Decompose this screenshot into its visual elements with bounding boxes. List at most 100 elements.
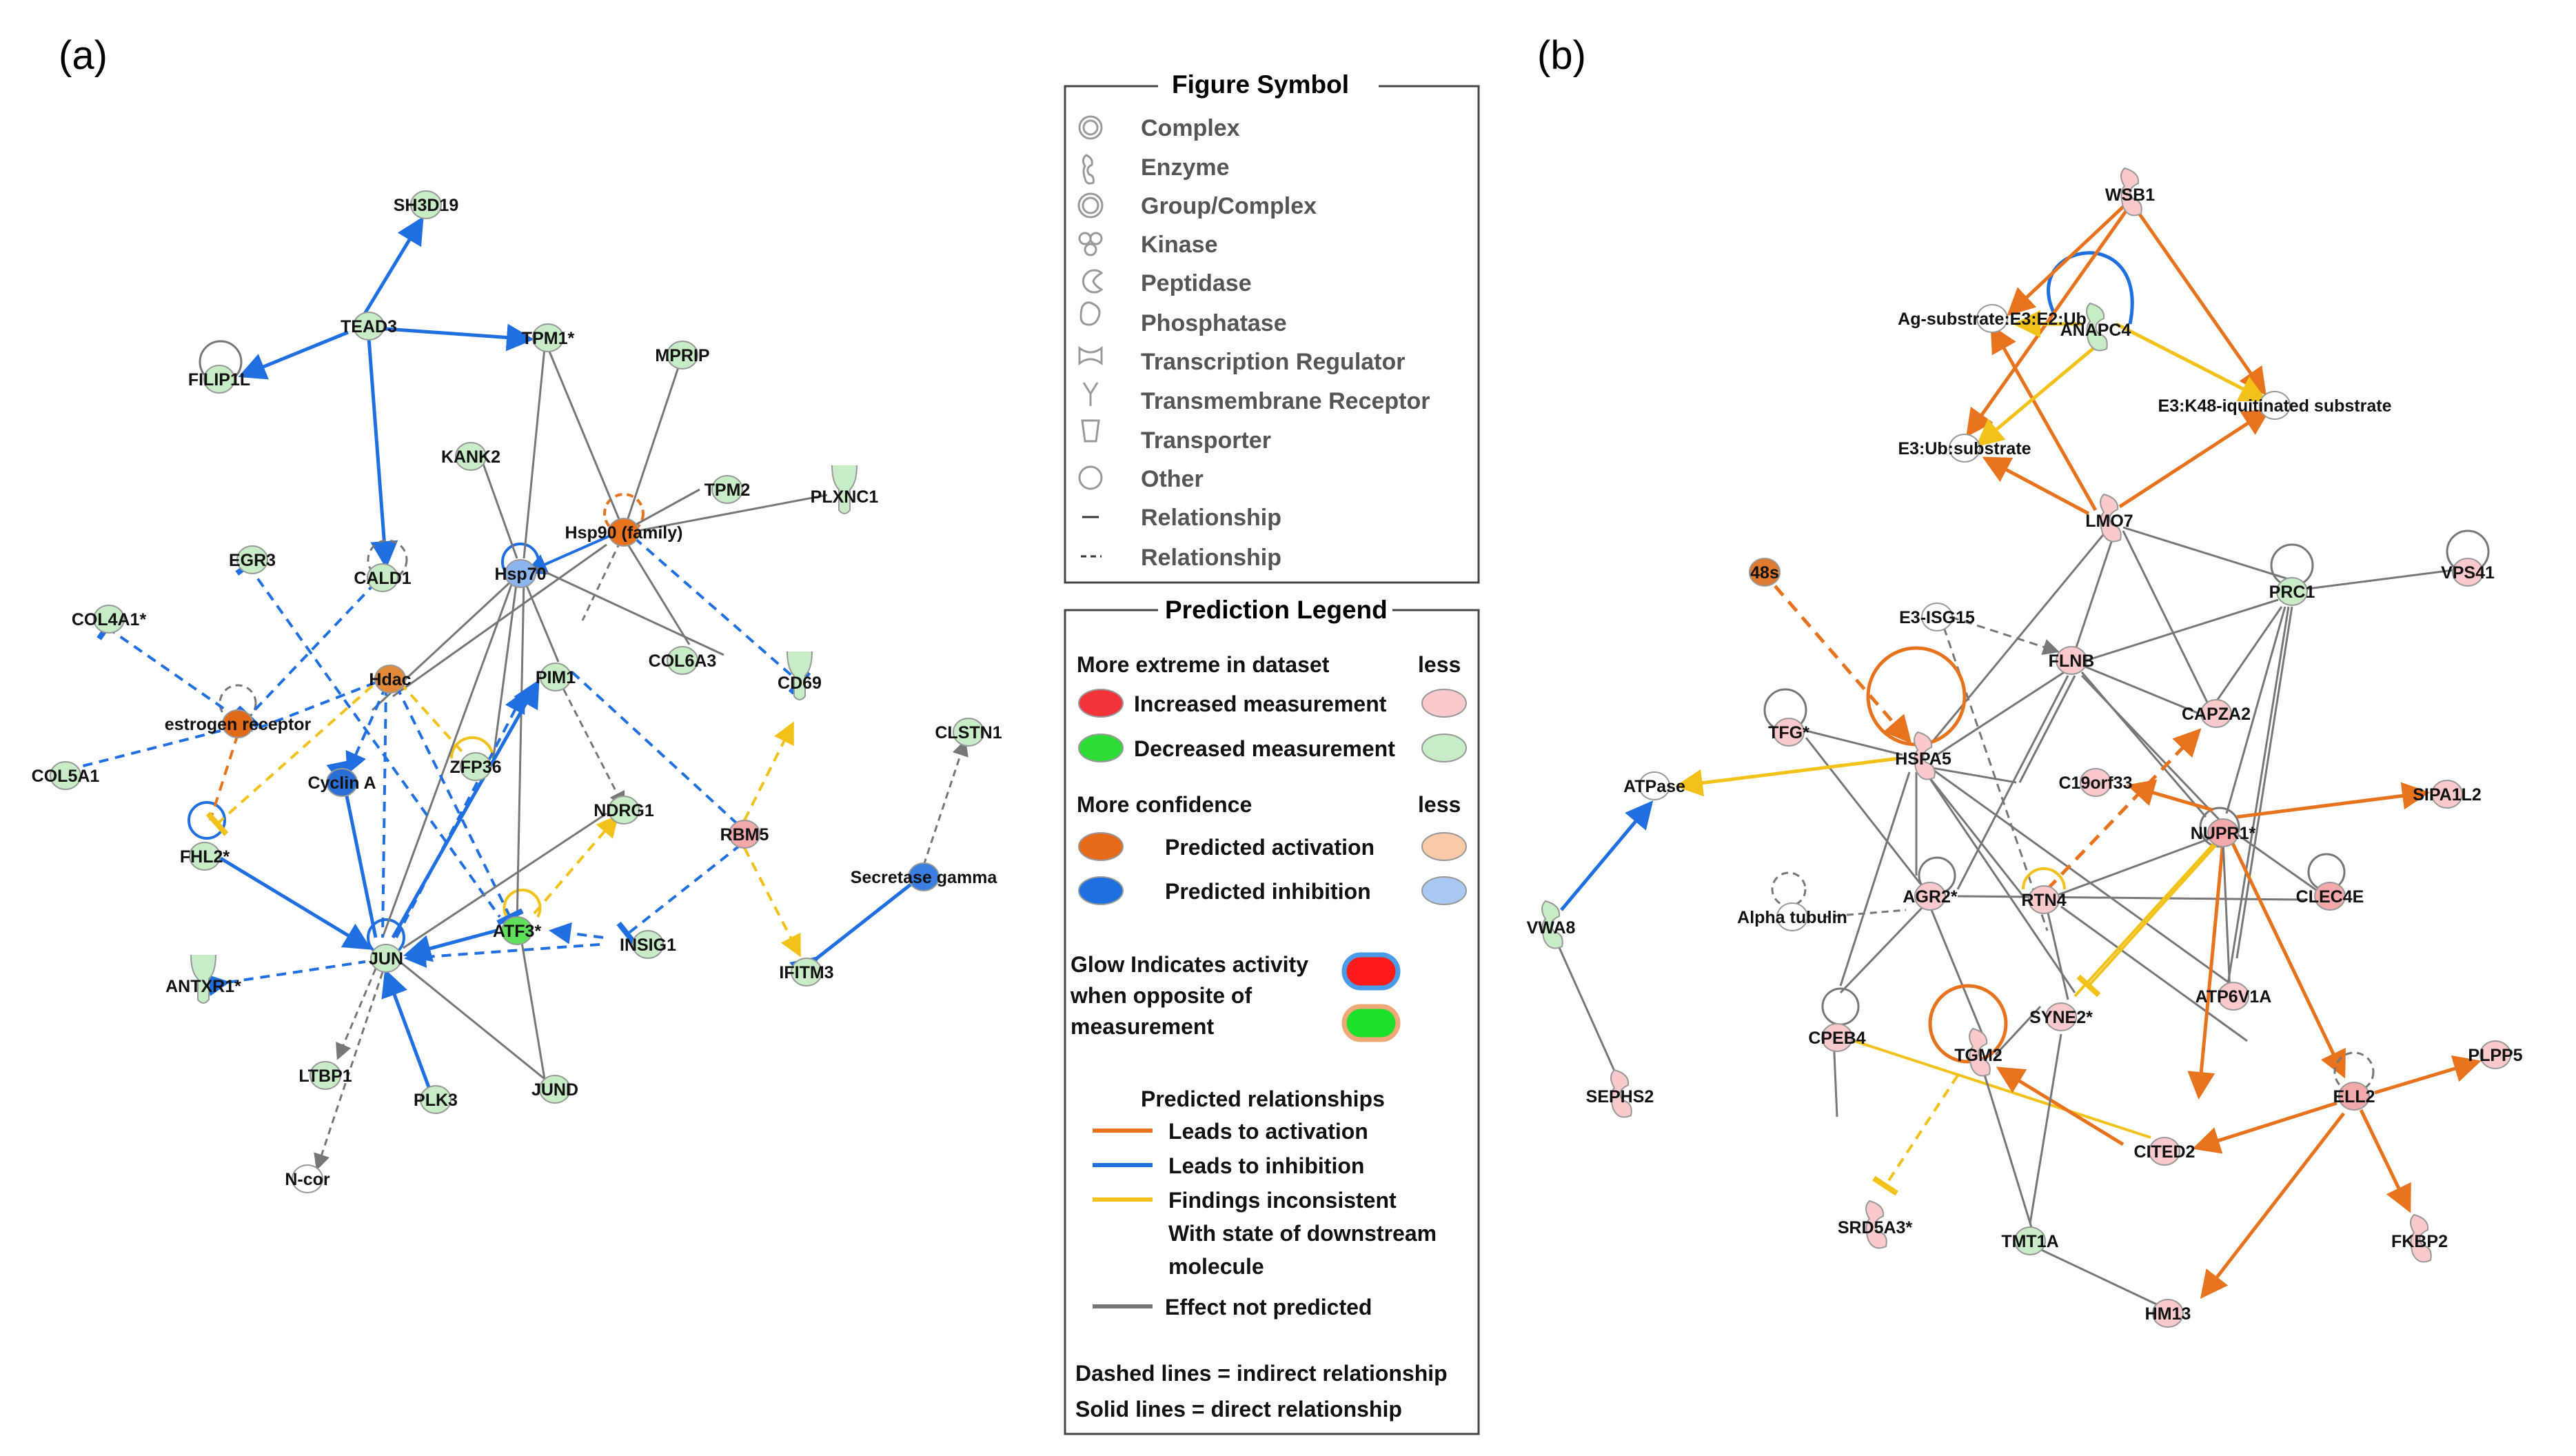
- edge: [2115, 322, 2268, 402]
- node-hspa5: HSPA5: [1895, 731, 1951, 780]
- network-b-nodes: WSB1Ag-substrate:E3:E2:UbANAPC4E3:K48-iq…: [1527, 167, 2523, 1328]
- node-shape: [1541, 900, 1563, 949]
- edge: [1926, 764, 2234, 987]
- edge: [516, 578, 525, 924]
- edge: [533, 814, 619, 915]
- node-label: LTBP1: [298, 1066, 352, 1086]
- node-hm13: HM13: [2145, 1299, 2191, 1328]
- inhibition-light-swatch: [1421, 876, 1467, 905]
- node-label: LMO7: [2085, 512, 2133, 531]
- node-shape: [374, 665, 406, 694]
- panel-label-b: (b): [1537, 33, 1586, 78]
- node-shape: [2338, 1082, 2370, 1111]
- edge: [1774, 585, 1912, 744]
- edge: [1839, 905, 1925, 994]
- node-shape: [1921, 603, 1953, 631]
- node-label: Hdac: [369, 670, 411, 689]
- node-srd5a3: SRD5A3*: [1838, 1200, 1912, 1249]
- node-label: RBM5: [720, 825, 769, 845]
- node-shape: [326, 768, 358, 797]
- node-label: KANK2: [441, 447, 500, 467]
- node-shape: [2200, 699, 2232, 728]
- node-syne2: SYNE2*: [2029, 1002, 2093, 1031]
- transcription-regulator-icon: [1078, 346, 1103, 365]
- node-ndrg1: NDRG1: [594, 796, 654, 825]
- edge: [1771, 871, 1807, 907]
- node-shape: [608, 518, 640, 547]
- edge: [2076, 840, 2221, 998]
- edge: [2127, 779, 2213, 812]
- node-shape: [787, 651, 813, 700]
- node-plxnc1: PLXNC1: [811, 465, 878, 514]
- leads-activation-label: Leads to activation: [1168, 1119, 1368, 1144]
- edge: [2187, 840, 2225, 1100]
- node-label: EGR3: [229, 551, 276, 570]
- legend-group-complex: Group/Complex: [1141, 193, 1317, 219]
- node-jund: JUND: [531, 1075, 578, 1104]
- edge: [525, 533, 614, 575]
- edge: [2192, 1101, 2337, 1154]
- network-b-edges: [1556, 205, 2490, 1308]
- legend-enzyme: Enzyme: [1141, 154, 1230, 181]
- edge: [1929, 906, 1987, 1042]
- edge: [1805, 729, 1903, 756]
- edge: [633, 536, 811, 695]
- node-shape: [1749, 558, 1781, 587]
- node-hsp90: Hsp90 (family): [565, 518, 682, 547]
- legend-transporter: Transporter: [1141, 427, 1271, 454]
- node-label: FHL2*: [180, 847, 230, 867]
- node-shape: [222, 709, 254, 738]
- glow-line1: Glow Indicates activity: [1071, 952, 1308, 977]
- node-shape: [189, 842, 221, 871]
- node-shape: [367, 563, 398, 592]
- edge: [206, 960, 366, 996]
- glow-line2: when opposite of: [1070, 983, 1252, 1008]
- edge: [1556, 944, 1618, 1076]
- edge: [2211, 606, 2283, 707]
- node-prc1: PRC1: [2269, 577, 2315, 606]
- node-label: INSIG1: [620, 936, 676, 955]
- node-shape: [190, 954, 216, 1004]
- edge: [557, 678, 625, 809]
- node-label: RTN4: [2021, 891, 2066, 910]
- inhibition-strong-swatch: [1078, 876, 1124, 905]
- node-plk3: PLK3: [414, 1085, 458, 1114]
- node-shape: [1949, 434, 1980, 463]
- glow-red-swatch: [1341, 952, 1401, 991]
- node-shape: [667, 646, 698, 675]
- node-shape: [2431, 780, 2463, 809]
- edge: [238, 330, 349, 380]
- glow-line3: measurement: [1071, 1014, 1214, 1039]
- node-flnb: FLNB: [2049, 646, 2094, 675]
- edge: [375, 323, 534, 352]
- edge: [97, 614, 232, 715]
- node-label: JUND: [531, 1080, 578, 1100]
- node-label: CLSTN1: [935, 723, 1002, 742]
- node-c19orf33: C19orf33: [2059, 768, 2133, 797]
- edge: [2047, 251, 2134, 325]
- edge: [219, 856, 372, 950]
- glow-green-swatch: [1341, 1004, 1401, 1042]
- node-shape: [203, 365, 235, 394]
- edge: [1936, 664, 2076, 756]
- node-label: ATP6V1A: [2195, 987, 2272, 1007]
- edge: [2007, 205, 2124, 316]
- node-shape: [2120, 167, 2142, 216]
- node-agsub: Ag-substrate:E3:E2:Ub: [1898, 304, 2087, 333]
- footer-line1: Dashed lines = indirect relationship: [1075, 1361, 1448, 1386]
- edge: [2200, 1112, 2345, 1299]
- node-shape: [1773, 718, 1805, 747]
- edge: [1950, 616, 2060, 655]
- kinase-icon: [1078, 232, 1103, 256]
- node-antxr1: ANTXR1*: [165, 954, 241, 1004]
- edge: [789, 881, 915, 984]
- node-shape: [908, 862, 940, 891]
- node-label: Alpha tubulin: [1737, 908, 1847, 927]
- legend-relationship-dashed: Relationship: [1141, 545, 1281, 571]
- node-label: SH3D19: [394, 196, 459, 215]
- node-shape: [2080, 768, 2111, 797]
- edge: [637, 494, 828, 532]
- enzyme-icon: [1082, 154, 1095, 185]
- edge: [395, 690, 525, 938]
